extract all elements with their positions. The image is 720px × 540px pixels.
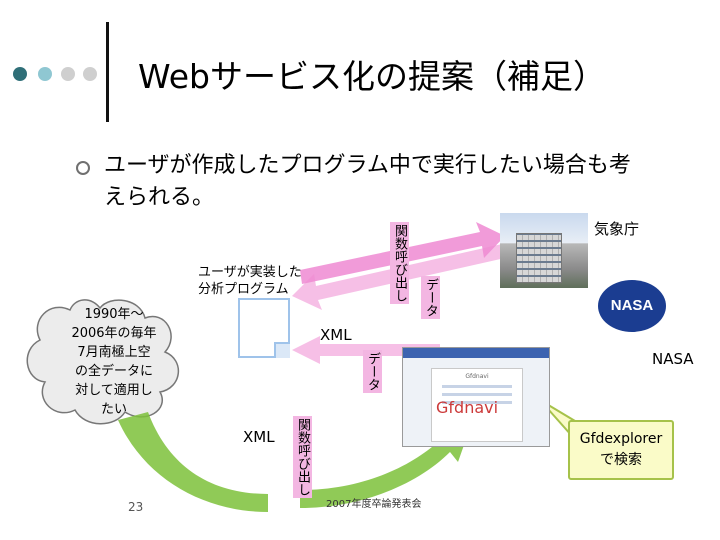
header-divider: [106, 22, 109, 122]
page-number: 23: [128, 500, 144, 514]
cloud-text: 1990年～ 2006年の毎年 7月南極上空 の全データに 対して適用し たい: [58, 305, 170, 419]
data-label-top: データ: [421, 276, 440, 319]
call-function-label-top: 関数呼び出し: [390, 222, 409, 304]
cloud-line: 2006年の毎年: [71, 326, 157, 341]
xml-label-bottom: XML: [243, 428, 275, 446]
gfdnavi-label: Gfdnavi: [436, 398, 499, 417]
footer-text: 2007年度卒論発表会: [326, 499, 422, 510]
callout-line2: で検索: [600, 452, 642, 468]
user-program-label-line1: ユーザが実装した: [198, 265, 302, 280]
screenshot-body: Gfdnavi: [431, 368, 523, 442]
data-label-middle: データ: [363, 350, 382, 393]
header-dot-mid: [38, 67, 52, 81]
header-dot-light-2: [83, 67, 97, 81]
callout-line1: Gfdexplorer: [579, 431, 663, 447]
nasa-logo: NASA: [598, 280, 666, 332]
gfdexplorer-callout: Gfdexplorer で検索: [568, 420, 674, 480]
slide-title: Webサービス化の提案（補足）: [138, 57, 606, 96]
cloud-line: 対して適用し: [75, 383, 153, 398]
xml-label-top: XML: [320, 326, 352, 344]
cloud-line: 1990年～: [84, 307, 144, 322]
bullet-icon: [76, 161, 90, 175]
thought-cloud: [26, 299, 180, 425]
building-icon: [516, 233, 562, 283]
cloud-line: たい: [100, 402, 127, 417]
screenshot-row: [442, 393, 512, 396]
screenshot-row: [442, 401, 512, 404]
user-program-label: ユーザが実装した 分析プログラム: [198, 264, 302, 298]
header-dot-light-1: [61, 67, 75, 81]
nasa-label: NASA: [652, 350, 694, 368]
call-function-label-bottom: 関数呼び出し: [293, 416, 312, 498]
gfdnavi-screenshot: Gfdnavi: [402, 347, 550, 447]
header-dot-dark: [13, 67, 27, 81]
screenshot-caption: Gfdnavi: [465, 373, 489, 380]
cloud-line: 7月南極上空: [77, 345, 151, 360]
screenshot-titlebar: [403, 348, 549, 358]
screenshot-row: [442, 385, 512, 388]
bullet-text: ユーザが作成したプログラム中で実行したい場合も考えられる。: [104, 153, 631, 210]
jma-building-photo: [500, 213, 588, 288]
jma-label: 気象庁: [594, 220, 640, 238]
user-program-label-line2: 分析プログラム: [198, 282, 289, 297]
user-program-document-icon: [238, 298, 290, 358]
cloud-line: の全データに: [74, 364, 153, 379]
green-arrow-left: [118, 412, 268, 512]
green-arrow-right: [300, 428, 470, 508]
